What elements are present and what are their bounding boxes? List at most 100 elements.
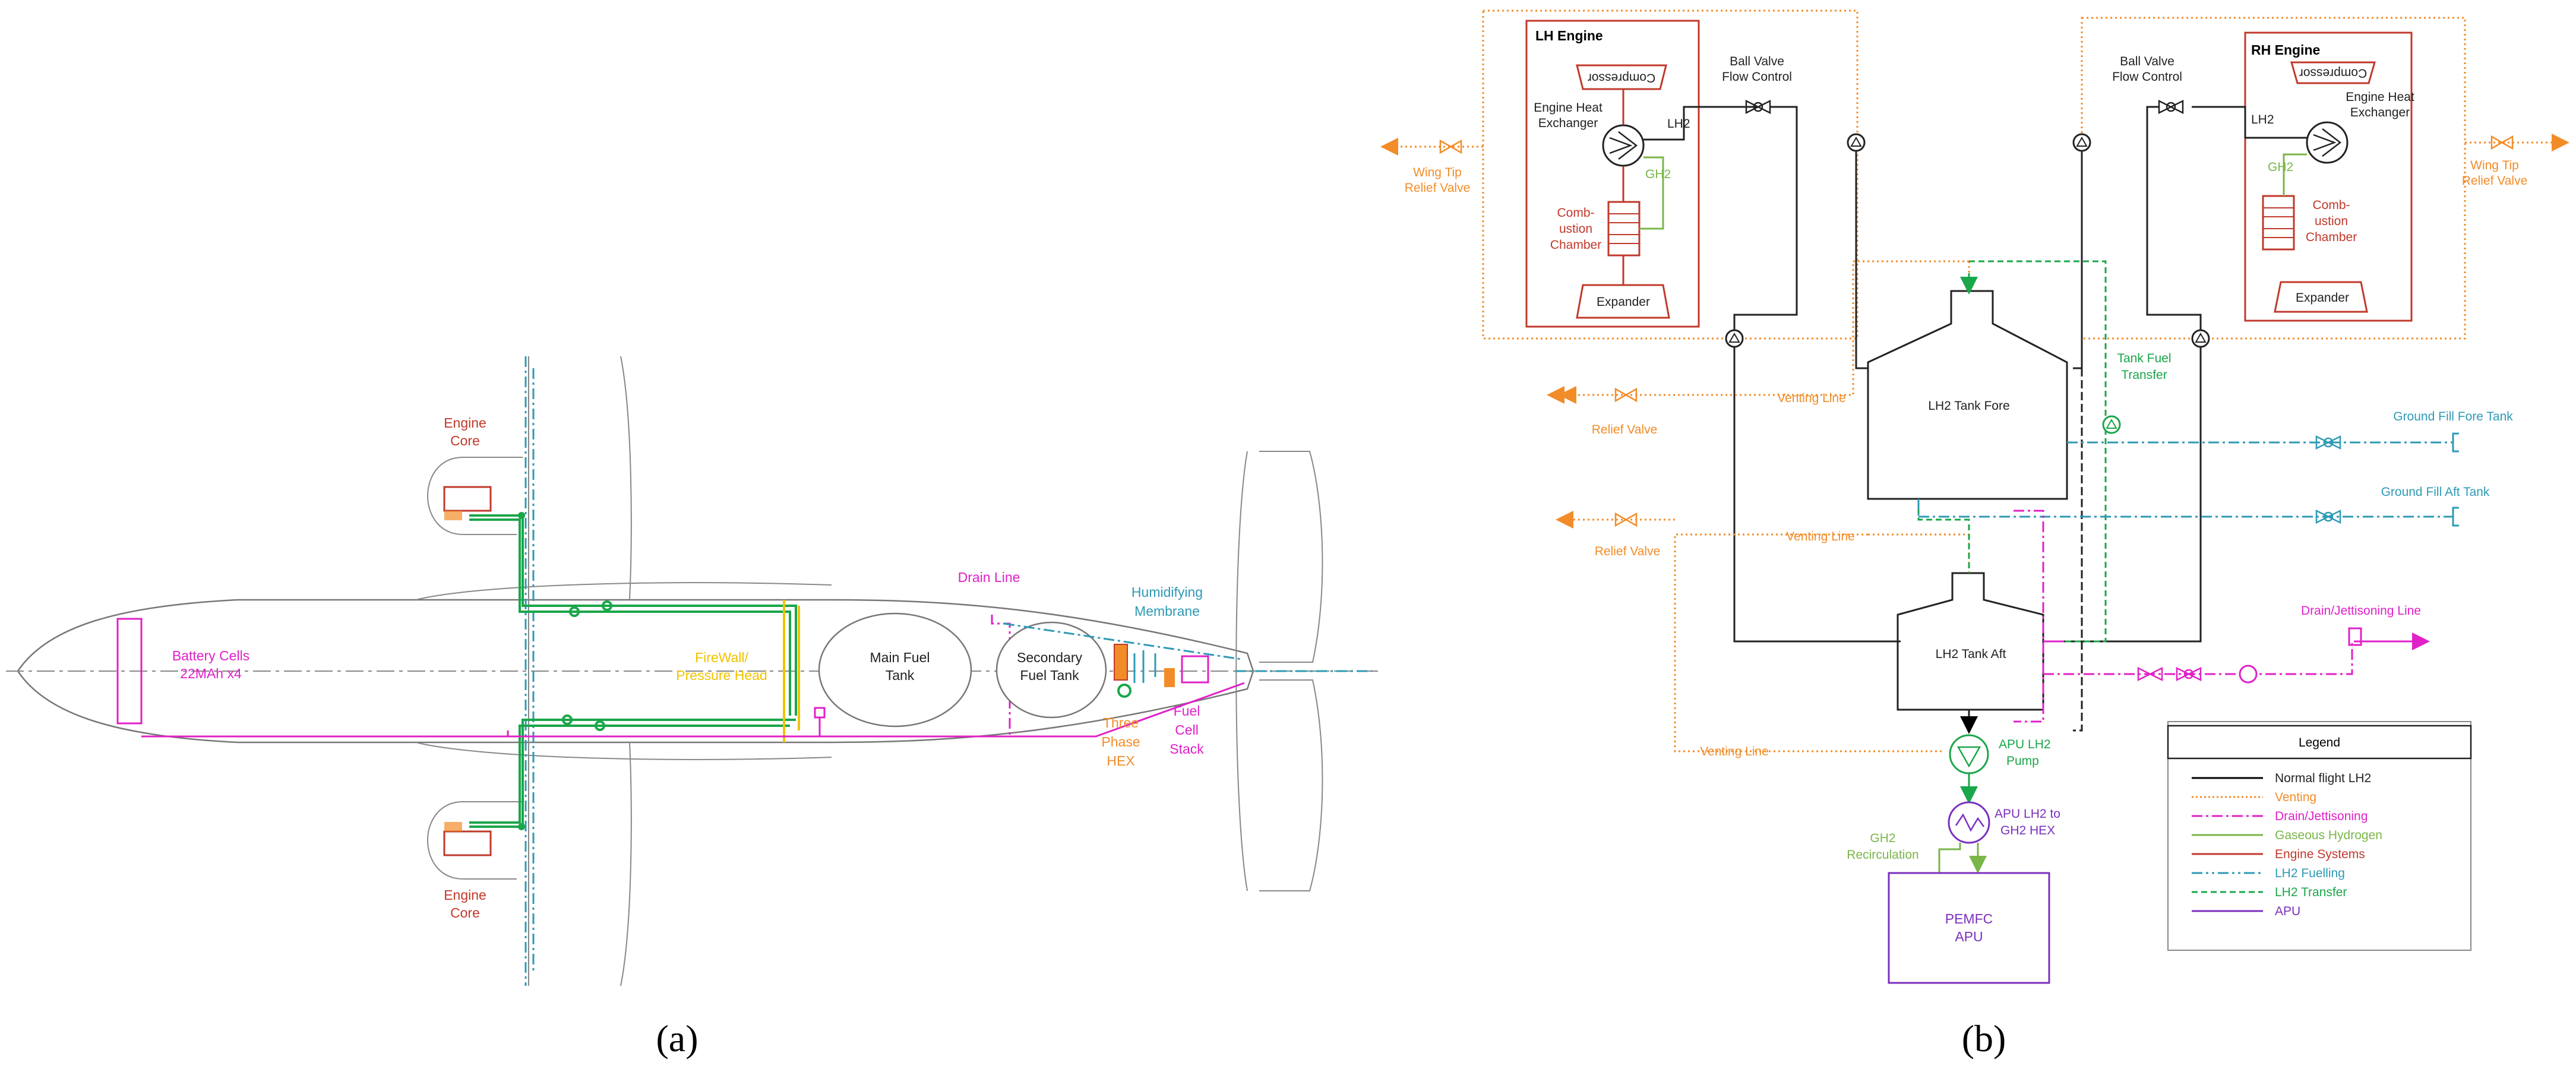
apu-hex-label-2: GH2 HEX xyxy=(2000,824,2055,837)
fuel-cell-label-2: Cell xyxy=(1175,722,1199,738)
lh-ball-valve-label-2: Flow Control xyxy=(1722,70,1792,84)
secondary-tank-label-1: Secondary xyxy=(1017,650,1082,665)
lh-engine-title: LH Engine xyxy=(1535,28,1603,43)
lh-comb-label-1: Comb- xyxy=(1557,206,1594,220)
rh-combustion-chamber xyxy=(2262,195,2295,251)
gh2-recirc-label-2: Recirculation xyxy=(1847,848,1918,862)
legend-label-6: LH2 Transfer xyxy=(2275,885,2347,899)
three-phase-label-2: Phase xyxy=(1101,734,1140,749)
pemfc-label-2: APU xyxy=(1955,929,1983,944)
three-phase-hex-box xyxy=(1114,644,1128,681)
tank-fuel-transfer-label-1: Tank Fuel xyxy=(2117,352,2171,365)
rh-compressor-label: Compressor xyxy=(2299,66,2367,80)
engine-core-bottom-box xyxy=(443,830,492,856)
legend: Legend Normal flight LH2VentingDrain/Jet… xyxy=(2167,721,2472,951)
wing-tip-left-label-2: Relief Valve xyxy=(1405,181,1471,195)
pemfc-apu-box xyxy=(1888,872,2050,984)
lh-hex-label-1: Engine Heat xyxy=(1534,101,1603,115)
lh-compressor xyxy=(1576,64,1667,90)
three-phase-label-1: Three xyxy=(1103,715,1139,730)
venting-line-label-2: Venting Line xyxy=(1786,530,1855,543)
battery-cells-box xyxy=(116,618,143,725)
rh-comb-label-1: Comb- xyxy=(2312,198,2350,212)
lh-expander-label: Expander xyxy=(1597,295,1650,309)
tank-aft-label: LH2 Tank Aft xyxy=(1936,647,2006,661)
legend-label-5: LH2 Fuelling xyxy=(2275,866,2345,880)
drain-valve-1 xyxy=(2137,666,2163,682)
rh-lh2-label: LH2 xyxy=(2251,113,2274,126)
wing-tip-right-label-1: Wing Tip xyxy=(2470,159,2519,172)
legend-label-0: Normal flight LH2 xyxy=(2275,771,2371,785)
rh-engine-box xyxy=(2244,31,2413,322)
engine-core-bottom-label-1: Engine xyxy=(444,887,486,903)
engine-core-top-box xyxy=(443,486,492,512)
apu-lh2-gh2-hex xyxy=(1948,801,1990,844)
tank-fuel-transfer-label-2: Transfer xyxy=(2121,368,2167,382)
relief-valve-fore xyxy=(1614,387,1638,403)
rh-hex-label-2: Exchanger xyxy=(2350,106,2410,119)
lh-engine-box xyxy=(1525,20,1700,328)
lh-engine-hex xyxy=(1602,124,1645,167)
ground-fill-aft-label: Ground Fill Aft Tank xyxy=(2381,485,2490,499)
wing-tip-left-label-1: Wing Tip xyxy=(1413,166,1462,179)
apu-pump-label-2: Pump xyxy=(2006,754,2039,768)
rh-ball-valve-label-2: Flow Control xyxy=(2112,70,2182,84)
apu-pump-label-1: APU LH2 xyxy=(1999,738,2051,751)
tank-fore-label: LH2 Tank Fore xyxy=(1928,399,2009,413)
humidifying-label-2: Membrane xyxy=(1134,603,1200,619)
fuel-cell-label-3: Stack xyxy=(1170,741,1204,757)
hex-block-small xyxy=(1164,668,1175,687)
fuel-cell-stack-box xyxy=(1181,655,1209,684)
legend-label-2: Drain/Jettisoning xyxy=(2275,809,2368,823)
lh-lh2-label: LH2 xyxy=(1667,117,1690,131)
drain-outlet xyxy=(2348,627,2362,646)
rh-compressor xyxy=(2290,61,2376,84)
wing-tip-valve-right xyxy=(2490,135,2514,150)
lh-expander xyxy=(1576,284,1670,319)
rh-comb-label-2: ustion xyxy=(2315,214,2348,228)
lh-compressor-label: Compressor xyxy=(1588,71,1655,84)
rh-engine-title: RH Engine xyxy=(2251,42,2320,58)
main-fuel-tank xyxy=(818,612,972,728)
drain-line-label: Drain Line xyxy=(958,570,1020,585)
lh2-tank-fore xyxy=(1867,290,2068,500)
rh-expander xyxy=(2274,281,2368,313)
engine-core-top-block xyxy=(444,511,462,520)
rh-hex-label-1: Engine Heat xyxy=(2346,90,2414,104)
rh-gh2-label: GH2 xyxy=(2268,160,2293,174)
rh-comb-label-3: Chamber xyxy=(2306,230,2357,244)
apu-hex-label-1: APU LH2 to xyxy=(1995,807,2060,821)
relief-valve-aft-label: Relief Valve xyxy=(1595,545,1661,558)
wing-tip-right-label-2: Relief Valve xyxy=(2462,174,2528,188)
lh-comb-label-3: Chamber xyxy=(1550,238,1601,252)
caption-a: (a) xyxy=(656,1017,698,1059)
legend-label-1: Venting xyxy=(2275,790,2316,804)
fuel-cell-label-1: Fuel xyxy=(1174,703,1200,719)
rh-expander-label: Expander xyxy=(2296,291,2349,305)
rh-ball-valve-label-1: Ball Valve xyxy=(2120,55,2174,68)
lh-ball-valve-label-1: Ball Valve xyxy=(1730,55,1784,68)
relief-valve-aft xyxy=(1614,512,1638,527)
legend-label-3: Gaseous Hydrogen xyxy=(2275,828,2382,842)
rh-engine-hex xyxy=(2306,121,2349,164)
engine-core-top-label-2: Core xyxy=(450,433,480,448)
relief-valve-fore-label: Relief Valve xyxy=(1592,423,1658,437)
legend-title: Legend xyxy=(2299,736,2340,749)
legend-label-7: APU xyxy=(2275,904,2300,918)
lh-gh2-label: GH2 xyxy=(1645,167,1671,181)
firewall-label-1: FireWall/ xyxy=(695,650,748,665)
ground-fill-fore-label: Ground Fill Fore Tank xyxy=(2393,410,2513,423)
pemfc-label-1: PEMFC xyxy=(1945,911,1993,926)
battery-label-1: Battery Cells xyxy=(172,648,249,663)
secondary-fuel-tank xyxy=(995,621,1107,719)
legend-title-box xyxy=(2167,725,2472,760)
venting-line-label-3: Venting Line xyxy=(1700,745,1769,758)
venting-line-label-1: Venting Line xyxy=(1777,391,1846,405)
engine-core-top-label-1: Engine xyxy=(444,415,486,431)
gh2-recirc-label-1: GH2 xyxy=(1870,831,1895,845)
secondary-tank-label-2: Fuel Tank xyxy=(1020,668,1079,683)
main-tank-label-2: Tank xyxy=(886,668,915,683)
firewall-label-2: Pressure Head xyxy=(676,668,767,683)
lh-hex-label-2: Exchanger xyxy=(1538,116,1598,130)
